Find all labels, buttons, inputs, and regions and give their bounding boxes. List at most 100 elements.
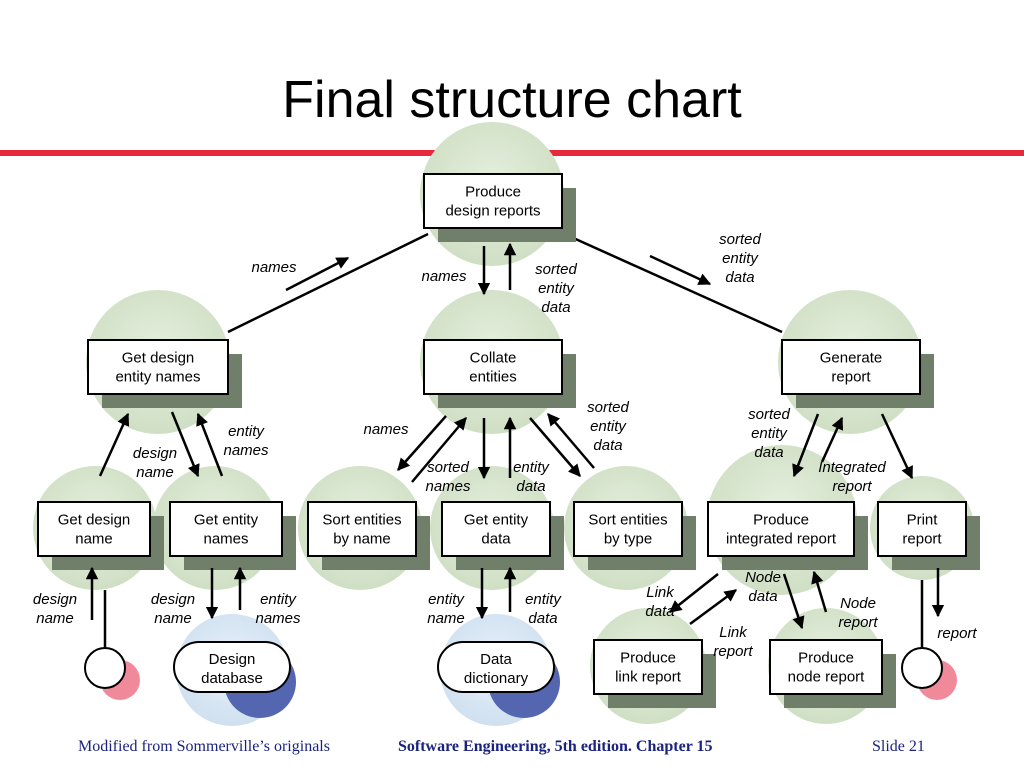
connector-line xyxy=(227,232,429,334)
module-box xyxy=(769,639,883,695)
store-box xyxy=(173,641,291,693)
module-box xyxy=(707,501,855,557)
flow-arrow xyxy=(782,573,805,630)
flow-arrow xyxy=(196,412,224,477)
terminal-right xyxy=(901,647,957,700)
flow-label-names-top-center: names xyxy=(421,268,467,285)
flow-arrow xyxy=(547,413,595,469)
module-box xyxy=(169,501,283,557)
terminal-circle xyxy=(84,647,126,689)
slide-number: Slide 21 xyxy=(872,738,925,755)
flow-arrow xyxy=(811,570,828,613)
module-box xyxy=(37,501,151,557)
flow-arrow xyxy=(792,413,820,478)
flow-arrow xyxy=(820,416,844,463)
terminal-circle xyxy=(901,647,943,689)
flow-arrow xyxy=(397,415,447,471)
flow-label-names-mid: names xyxy=(363,421,409,438)
flow-arrow xyxy=(98,412,130,477)
flow-arrow xyxy=(689,588,738,626)
footer-left: Modified from Sommerville’s originals xyxy=(78,738,330,755)
module-box xyxy=(87,339,229,395)
flow-arrow xyxy=(669,573,719,613)
module-box xyxy=(423,173,563,229)
module-box xyxy=(877,501,967,557)
flow-arrow xyxy=(529,417,581,477)
flow-arrow xyxy=(285,256,350,292)
flow-arrow xyxy=(880,413,914,480)
module-box xyxy=(441,501,551,557)
connector-line xyxy=(559,230,783,334)
flow-arrow xyxy=(649,254,712,286)
module-box xyxy=(593,639,703,695)
module-box xyxy=(423,339,563,395)
connector-lines xyxy=(103,230,924,650)
module-box xyxy=(781,339,921,395)
store-box xyxy=(437,641,555,693)
terminal-left xyxy=(84,647,140,700)
flow-arrow xyxy=(170,411,200,478)
module-box xyxy=(307,501,417,557)
module-box xyxy=(573,501,683,557)
footer-middle: Software Engineering, 5th edition. Chapt… xyxy=(398,738,713,755)
flow-arrow xyxy=(411,417,467,483)
flow-arrows xyxy=(85,242,945,630)
slide-title: Final structure chart xyxy=(282,71,742,129)
flow-label-report-low: report xyxy=(937,625,977,642)
flow-label-names-top-left: names xyxy=(251,259,297,276)
